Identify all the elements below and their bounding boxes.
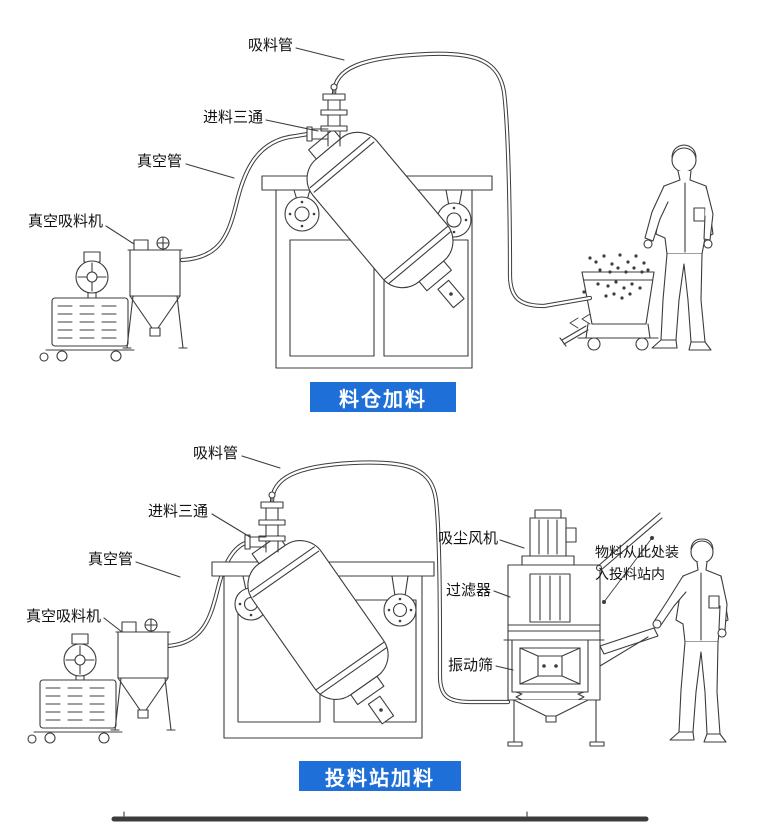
mixer-drum-bottom: [247, 534, 389, 706]
label-feed-tee-top: 进料三通: [203, 108, 264, 126]
caption-station-feeding: 投料站加料: [299, 761, 461, 791]
label-vacuum-pipe-bottom: 真空管: [88, 550, 134, 568]
feeding-station: [503, 509, 663, 747]
label-suction-pipe-top: 吸料管: [248, 36, 294, 54]
label-vacuum-pipe-top: 真空管: [137, 152, 183, 170]
vacuum-feeder-bottom: [27, 618, 176, 744]
label-loading-note: 物料从此处装入投料站内: [595, 545, 679, 583]
pointer-lines-top: [105, 47, 345, 245]
vacuum-feeder-top: [39, 236, 188, 362]
station-feeding-drawing: [27, 455, 729, 747]
mixer-bottom: [211, 491, 435, 739]
label-feed-tee-bottom: 进料三通: [148, 502, 209, 520]
feed-tee-top: [306, 83, 348, 147]
caption-silo-feeding: 料仓加料: [310, 382, 456, 412]
suction-pipe-bottom: [269, 460, 511, 705]
silo-feeding-drawing: [39, 47, 714, 369]
pointer-lines-bottom: [103, 455, 525, 671]
vacuum-pipe-top: [179, 131, 311, 263]
feed-tee-bottom: [244, 491, 286, 553]
mixer-top: [261, 83, 493, 369]
label-filter: 过滤器: [446, 581, 492, 599]
label-vibrating-screen: 振动筛: [448, 656, 494, 674]
suction-pipe-top: [331, 51, 593, 309]
material-particles: [582, 253, 650, 300]
label-dust-fan: 吸尘风机: [438, 529, 499, 547]
next-section-crop: [111, 811, 649, 822]
material-cart: [559, 271, 659, 351]
vacuum-pipe-bottom: [165, 539, 251, 649]
worker-bottom: [652, 538, 729, 743]
label-vacuum-feeder-bottom: 真空吸料机: [26, 607, 102, 625]
worker-top: [643, 144, 714, 351]
label-vacuum-feeder-top: 真空吸料机: [28, 212, 104, 230]
label-suction-pipe-bottom: 吸料管: [193, 444, 239, 462]
